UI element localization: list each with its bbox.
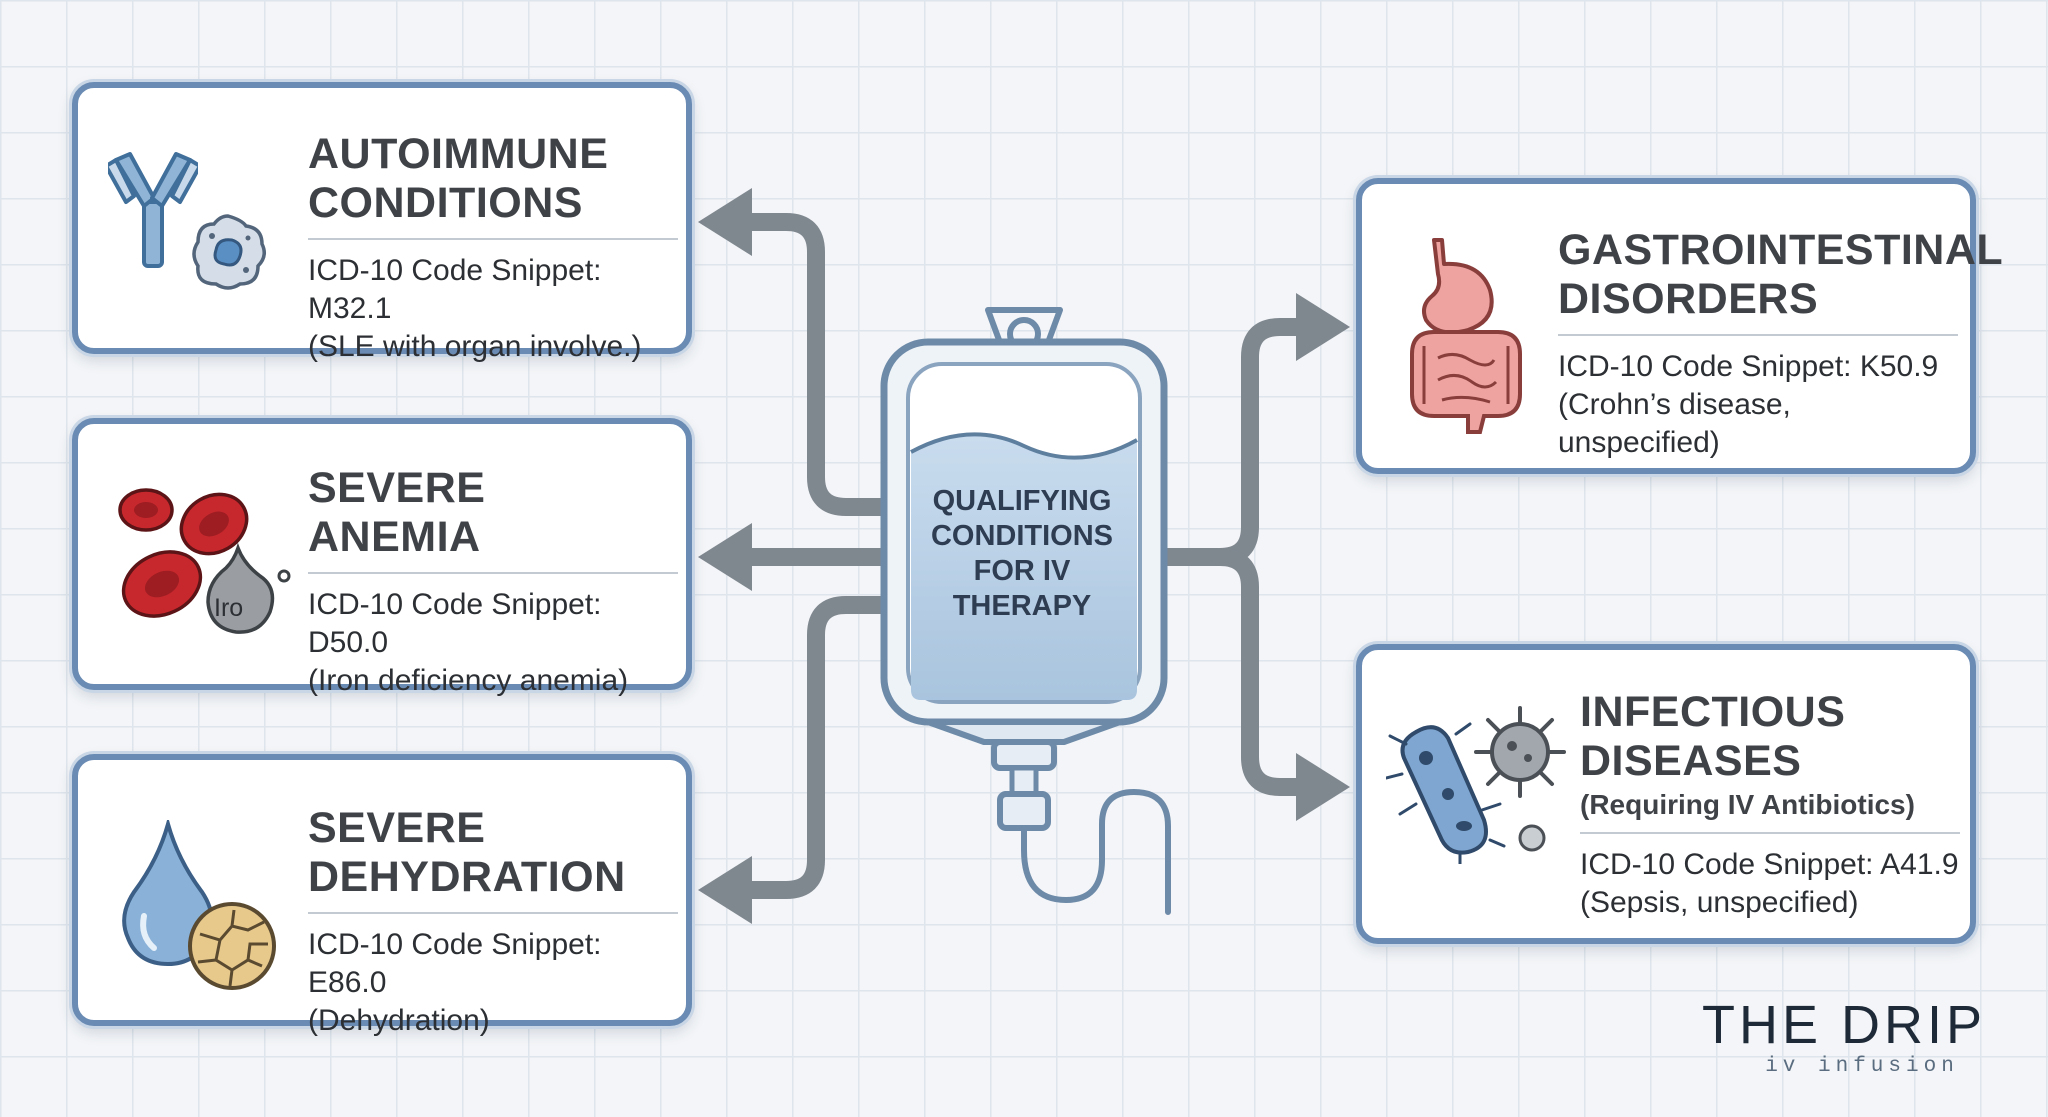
card-title: SEVERE DEHYDRATION (308, 804, 626, 901)
stomach-intestines-icon (1410, 238, 1522, 434)
card-gastro: GASTROINTESTINAL DISORDERS ICD-10 Code S… (1356, 178, 2004, 474)
center-label: QUALIFYING CONDITIONS FOR IV THERAPY (930, 485, 1114, 622)
brand-logo: THE DRIP iv infusion (1684, 995, 2004, 1078)
card-title: AUTOIMMUNE CONDITIONS (308, 130, 609, 227)
iron-drop-icon: Iro (206, 542, 291, 634)
red-blood-cells-icon (118, 488, 249, 618)
divider (308, 238, 678, 240)
card-title: INFECTIOUS DISEASES (1580, 688, 1846, 785)
divider (308, 912, 678, 914)
arrowhead-gastro (1296, 293, 1350, 361)
virus-icon (1474, 706, 1566, 798)
connector-dehydration (739, 596, 915, 899)
card-infectious: INFECTIOUS DISEASES (Requiring IV Antibi… (1356, 644, 1976, 944)
water-drop-icon (122, 820, 214, 967)
card-autoimmune: AUTOIMMUNE CONDITIONS ICD-10 Code Snippe… (72, 82, 692, 363)
divider (1580, 832, 1960, 834)
icd-description: (Dehydration) (308, 1004, 490, 1037)
icd-code: ICD-10 Code Snippet: M32.1 (308, 254, 602, 325)
card-dehydration: SEVERE DEHYDRATION ICD-10 Code Snippet: … (72, 754, 692, 1037)
immune-cell-icon (192, 214, 266, 290)
icd-description: (SLE with organ involve.) (308, 330, 642, 363)
brand-name: THE DRIP (1701, 995, 1987, 1055)
arrowhead-autoimmune (698, 188, 752, 256)
divider (308, 572, 678, 574)
card-anemia: Iro SEVERE ANEMIA ICD-10 Code Snippet: D… (72, 418, 692, 697)
card-title: SEVERE ANEMIA (308, 464, 486, 561)
icd-code: ICD-10 Code Snippet: A41.9 (1580, 848, 1959, 881)
dry-cracked-earth-icon (188, 902, 276, 990)
iv-bag-icon (880, 307, 1171, 915)
connector-gastro (1139, 318, 1305, 566)
icd-description: (Sepsis, unspecified) (1580, 886, 1859, 919)
icd-description: (Crohn’s disease, unspecified) (1558, 388, 1791, 459)
card-subtitle: (Requiring IV Antibiotics) (1580, 789, 1915, 820)
brand-tagline: iv infusion (1765, 1055, 1959, 1078)
divider (1558, 334, 1958, 336)
iron-label: Iro (214, 594, 243, 622)
virus-particle-icon (1518, 824, 1546, 852)
bacterium-icon (1386, 722, 1506, 864)
icd-description: (Iron deficiency anemia) (308, 664, 629, 697)
connector-autoimmune (739, 213, 915, 516)
card-title: GASTROINTESTINAL DISORDERS (1558, 226, 2004, 323)
icd-code: ICD-10 Code Snippet: K50.9 (1558, 350, 1939, 383)
arrowhead-infectious (1296, 753, 1350, 821)
icd-code: ICD-10 Code Snippet: E86.0 (308, 928, 602, 999)
antibody-icon (108, 152, 198, 268)
arrowhead-dehydration (698, 856, 752, 924)
connector-infectious (1211, 548, 1305, 796)
arrowhead-anemia (698, 523, 752, 591)
icd-code: ICD-10 Code Snippet: D50.0 (308, 588, 602, 659)
